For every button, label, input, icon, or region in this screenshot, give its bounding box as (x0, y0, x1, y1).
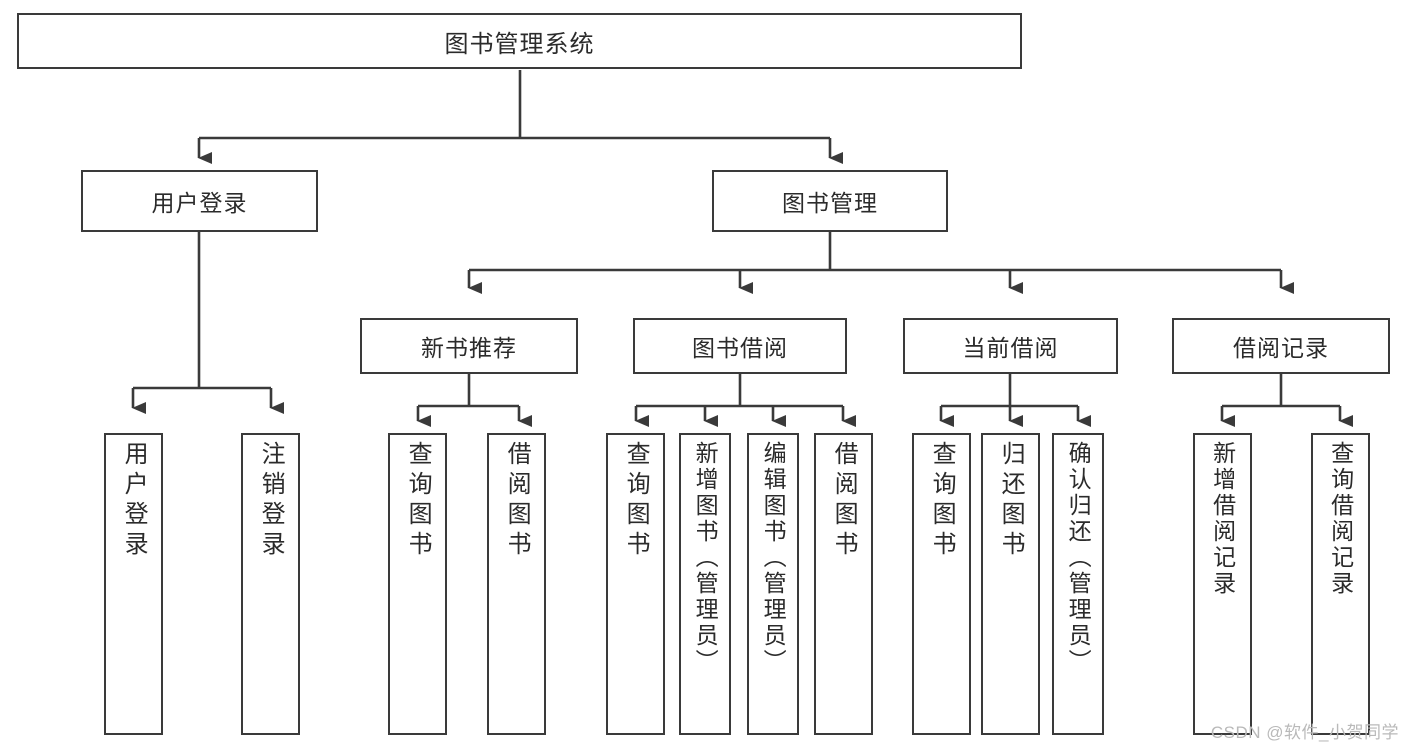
node-label: 借阅图书 (830, 441, 858, 561)
node-label: 借阅图书 (503, 441, 531, 561)
leaf-add-borrow-record[interactable]: 新增借阅记录 (1193, 433, 1252, 735)
node-label: 查询图书 (404, 441, 432, 561)
leaf-add-book-admin[interactable]: 新增图书（管理员） (679, 433, 731, 735)
node-label: 查询借阅记录 (1327, 441, 1354, 597)
node-label: 图书管理系统 (444, 30, 595, 58)
leaf-query-book-borrow[interactable]: 查询图书 (606, 433, 665, 735)
leaf-borrow-book-recommend[interactable]: 借阅图书 (487, 433, 546, 735)
leaf-borrow-book[interactable]: 借阅图书 (814, 433, 873, 735)
node-label: 查询图书 (928, 441, 956, 561)
leaf-edit-book-admin[interactable]: 编辑图书（管理员） (747, 433, 799, 735)
node-label: 归还图书 (997, 441, 1025, 561)
node-label: 借阅记录 (1233, 335, 1329, 361)
leaf-query-borrow-record[interactable]: 查询借阅记录 (1311, 433, 1370, 735)
node-label: 新增图书（管理员） (692, 441, 719, 675)
node-label: 图书借阅 (692, 335, 788, 361)
node-label: 用户登录 (151, 190, 248, 216)
node-root-book-management-system[interactable]: 图书管理系统 (17, 13, 1022, 69)
node-label: 查询图书 (622, 441, 650, 561)
node-label: 新书推荐 (421, 335, 517, 361)
node-user-login[interactable]: 用户登录 (81, 170, 318, 232)
leaf-query-book-current[interactable]: 查询图书 (912, 433, 971, 735)
node-label: 图书管理 (782, 190, 878, 216)
leaf-confirm-return-admin[interactable]: 确认归还（管理员） (1052, 433, 1104, 735)
node-new-book-recommend[interactable]: 新书推荐 (360, 318, 578, 374)
leaf-query-book-recommend[interactable]: 查询图书 (388, 433, 447, 735)
node-label: 当前借阅 (962, 335, 1059, 361)
node-borrow-record[interactable]: 借阅记录 (1172, 318, 1390, 374)
leaf-return-book[interactable]: 归还图书 (981, 433, 1040, 735)
node-label: 编辑图书（管理员） (760, 441, 787, 675)
node-label: 确认归还（管理员） (1065, 441, 1092, 675)
node-book-borrow[interactable]: 图书借阅 (633, 318, 847, 374)
leaf-user-login[interactable]: 用户登录 (104, 433, 163, 735)
node-book-management[interactable]: 图书管理 (712, 170, 948, 232)
node-label: 注销登录 (257, 441, 285, 561)
node-label: 用户登录 (120, 441, 148, 561)
leaf-logout[interactable]: 注销登录 (241, 433, 300, 735)
node-label: 新增借阅记录 (1209, 441, 1236, 597)
node-current-borrow[interactable]: 当前借阅 (903, 318, 1118, 374)
